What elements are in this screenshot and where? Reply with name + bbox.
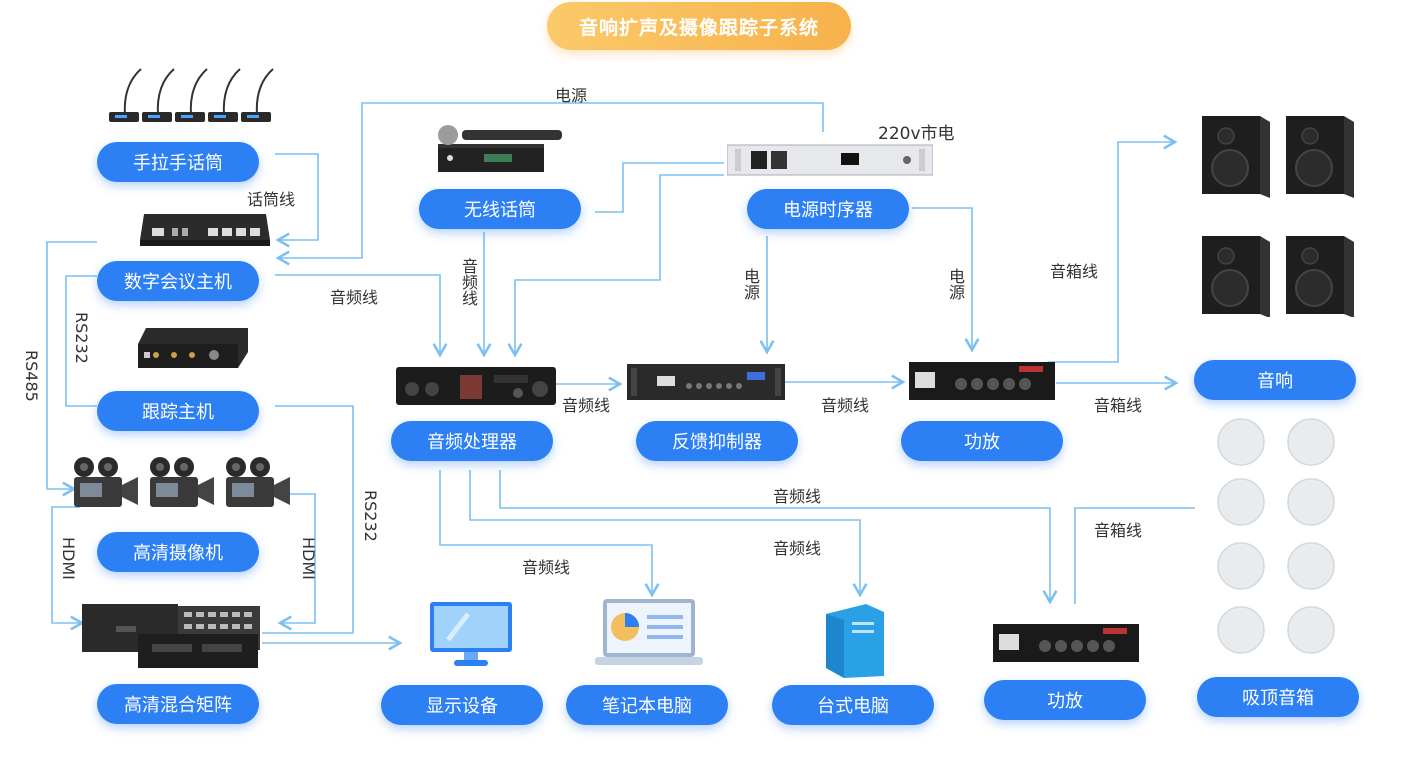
label-mic-cable: 话筒线	[247, 190, 296, 209]
label-hdmi-left: HDMI	[59, 537, 78, 580]
wire-amp-ceiling	[1074, 507, 1195, 604]
tracking-host-image	[138, 328, 248, 368]
node-laptop[interactable]: 笔记本电脑	[566, 685, 728, 725]
wire-rs232-right	[262, 405, 354, 634]
node-conference-host[interactable]: 数字会议主机	[97, 261, 259, 301]
label-rs485: RS485	[22, 350, 41, 402]
wireless-mic-image	[438, 125, 562, 172]
label-power-top: 电源	[555, 86, 588, 105]
node-desktop[interactable]: 台式电脑	[772, 685, 934, 725]
wire-host-proc	[275, 274, 448, 358]
label-audio-cable-host: 音频线	[330, 288, 379, 307]
label-power-feedback: 电源	[741, 268, 760, 300]
label-rs232-right: RS232	[361, 490, 380, 542]
node-mic-chain[interactable]: 手拉手话筒	[97, 142, 259, 182]
node-amplifier-top[interactable]: 功放	[901, 421, 1063, 461]
wire-amp-speaker-top	[1048, 134, 1178, 363]
label-audio-cable-desktop: 音频线	[773, 539, 822, 558]
amplifier-top-image	[909, 362, 1055, 400]
label-rs232-left: RS232	[72, 312, 91, 364]
wire-hdmi-left	[51, 506, 85, 631]
bookshelf-speakers-image	[1201, 115, 1355, 317]
node-wireless-mic[interactable]: 无线话筒	[419, 189, 581, 229]
label-power-amp: 电源	[946, 268, 965, 300]
wire-proc-amp-bottom	[499, 470, 1058, 605]
node-speaker[interactable]: 音响	[1194, 360, 1356, 400]
page-title: 音响扩声及摄像跟踪子系统	[547, 2, 851, 50]
ceiling-speakers-image	[1217, 418, 1335, 654]
amplifier-bottom-image	[993, 624, 1139, 662]
feedback-suppressor-image	[627, 364, 785, 400]
node-power-sequencer[interactable]: 电源时序器	[747, 189, 909, 229]
label-audio-cable-long: 音频线	[773, 487, 822, 506]
hd-matrix-image	[82, 604, 260, 668]
power-sequencer-image	[727, 144, 933, 176]
node-feedback-suppressor[interactable]: 反馈抑制器	[636, 421, 798, 461]
wire-seq-amp	[912, 207, 980, 353]
audio-processor-image	[396, 367, 556, 405]
wire-mic-host	[275, 153, 319, 248]
label-speaker-cable-top: 音箱线	[1050, 262, 1099, 281]
conference-host-image	[140, 214, 270, 246]
node-hd-matrix[interactable]: 高清混合矩阵	[97, 684, 259, 724]
node-amplifier-bottom[interactable]: 功放	[984, 680, 1146, 720]
gooseneck-mics-image	[109, 68, 274, 122]
wire-rs232-left	[65, 275, 97, 407]
node-tracking-host[interactable]: 跟踪主机	[97, 391, 259, 431]
label-hdmi-right: HDMI	[299, 537, 318, 580]
desktop-tower-image	[826, 604, 884, 678]
laptop-image	[595, 599, 703, 665]
node-display[interactable]: 显示设备	[381, 685, 543, 725]
wire-power-host	[275, 102, 824, 266]
label-audio-cable-fbx-amp: 音频线	[821, 396, 870, 415]
label-speaker-cable-ceiling: 音箱线	[1094, 521, 1143, 540]
wire-proc-desktop	[469, 470, 868, 598]
wire-rs485	[46, 241, 97, 497]
wire-proc-laptop	[439, 470, 660, 598]
hd-cameras-image	[74, 457, 290, 507]
label-mains: 220v市电	[878, 124, 955, 144]
node-hd-camera[interactable]: 高清摄像机	[97, 532, 259, 572]
label-audio-cable-wireless: 音频线	[459, 258, 478, 306]
display-monitor-image	[430, 602, 512, 666]
node-audio-processor[interactable]: 音频处理器	[391, 421, 553, 461]
wire-seq-proc	[507, 174, 724, 358]
label-speaker-cable-amp: 音箱线	[1094, 396, 1143, 415]
label-audio-cable-proc-fbx: 音频线	[562, 396, 611, 415]
wire-wireless-seq	[595, 162, 724, 213]
node-ceiling-speaker[interactable]: 吸顶音箱	[1197, 677, 1359, 717]
label-audio-cable-laptop: 音频线	[522, 558, 571, 577]
